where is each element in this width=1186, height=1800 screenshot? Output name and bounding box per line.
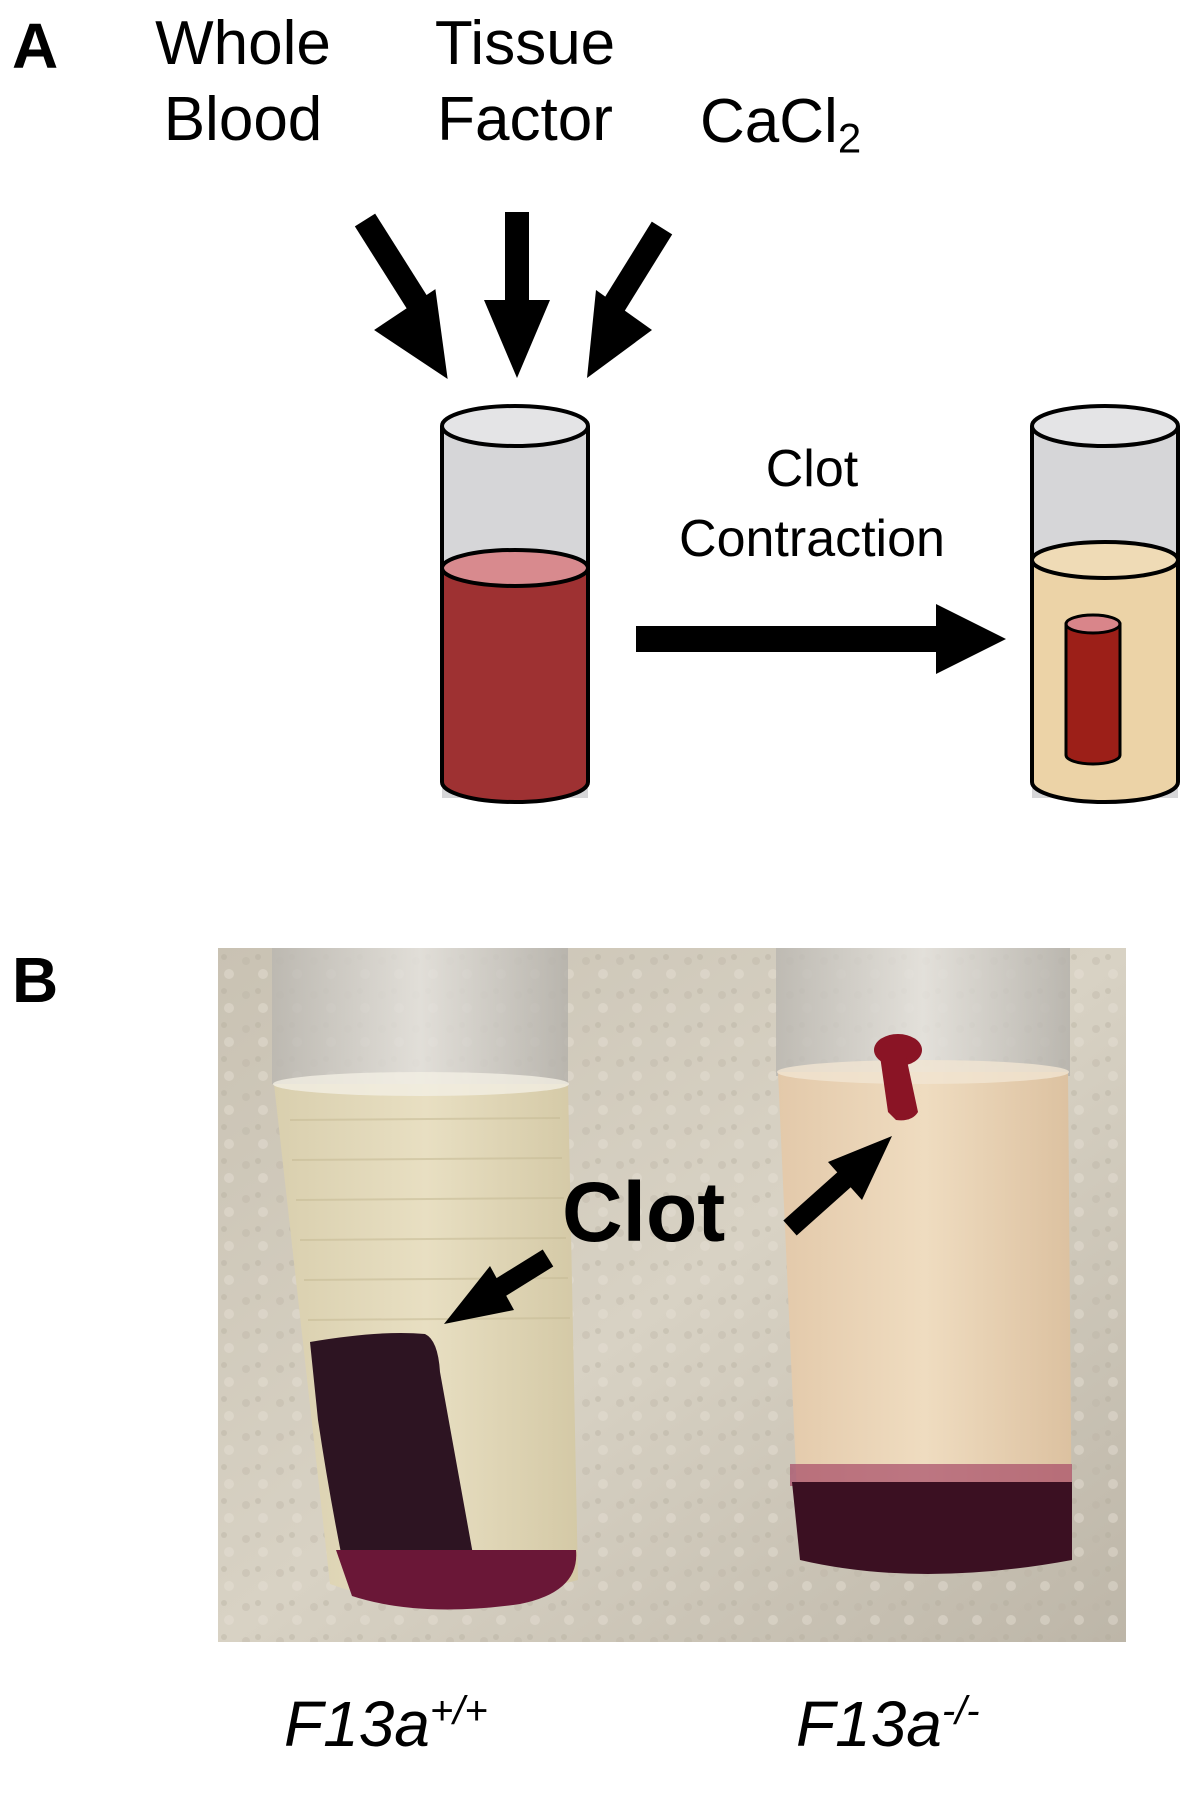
reagent-cacl2-main: CaCl: [700, 87, 838, 156]
reagent-tissue-factor: Tissue Factor: [400, 6, 650, 157]
reagent-whole-blood-line2: Blood: [163, 84, 323, 154]
input-arrow-middle: [484, 212, 550, 378]
sediment-wildtype: [336, 1550, 577, 1610]
photo-clot-label: Clot: [562, 1165, 726, 1259]
clot-contraction-line1: Clot: [765, 440, 859, 498]
genotype-wildtype: F13a+/+: [284, 1689, 488, 1756]
tube-contracted: [1030, 404, 1180, 804]
tube-rim: [440, 404, 590, 448]
photo-tube-knockout: [776, 948, 1072, 1574]
blood-fill: [442, 568, 588, 802]
genotype-wildtype-base: F13a: [284, 1688, 430, 1760]
reagent-whole-blood-line1: Whole: [155, 9, 331, 78]
clot-contraction-line2: Contraction: [679, 510, 945, 569]
reagent-cacl2: CaCl2: [700, 84, 861, 164]
clot-wildtype: [310, 1333, 474, 1582]
photo-background: [218, 948, 1126, 1642]
serum-surface: [1030, 540, 1180, 580]
genotype-knockout-sup: -/-: [941, 1689, 980, 1733]
input-arrow-left: [354, 213, 448, 380]
reagent-tissue-factor-line2: Factor: [437, 84, 613, 154]
genotype-knockout-base: F13a: [796, 1688, 942, 1760]
tube-rim: [1030, 404, 1180, 448]
genotype-knockout: F13a-/-: [796, 1689, 980, 1756]
genotype-wildtype-sup: +/+: [429, 1689, 488, 1733]
blood-surface: [440, 548, 590, 588]
clot-knockout: [874, 1034, 922, 1121]
clot-contraction-label: Clot Contraction: [622, 434, 1002, 574]
clot-arrow-right: [783, 1136, 892, 1236]
reagent-whole-blood: Whole Blood: [118, 6, 368, 157]
reagent-cacl2-subscript: 2: [837, 114, 862, 162]
sediment-knockout: [792, 1482, 1072, 1574]
input-arrow-right: [587, 221, 673, 378]
photo-tube-wildtype: [272, 948, 578, 1610]
contracted-clot: [1064, 613, 1122, 766]
reagent-tissue-factor-line1: Tissue: [434, 9, 616, 78]
panel-a-letter: A: [12, 10, 59, 82]
contraction-arrow: [636, 604, 1006, 674]
panel-a-schematic: [354, 212, 1180, 804]
panel-b-letter: B: [12, 944, 59, 1016]
clot-arrow-left: [444, 1249, 554, 1324]
tube-whole-blood: [440, 404, 590, 804]
